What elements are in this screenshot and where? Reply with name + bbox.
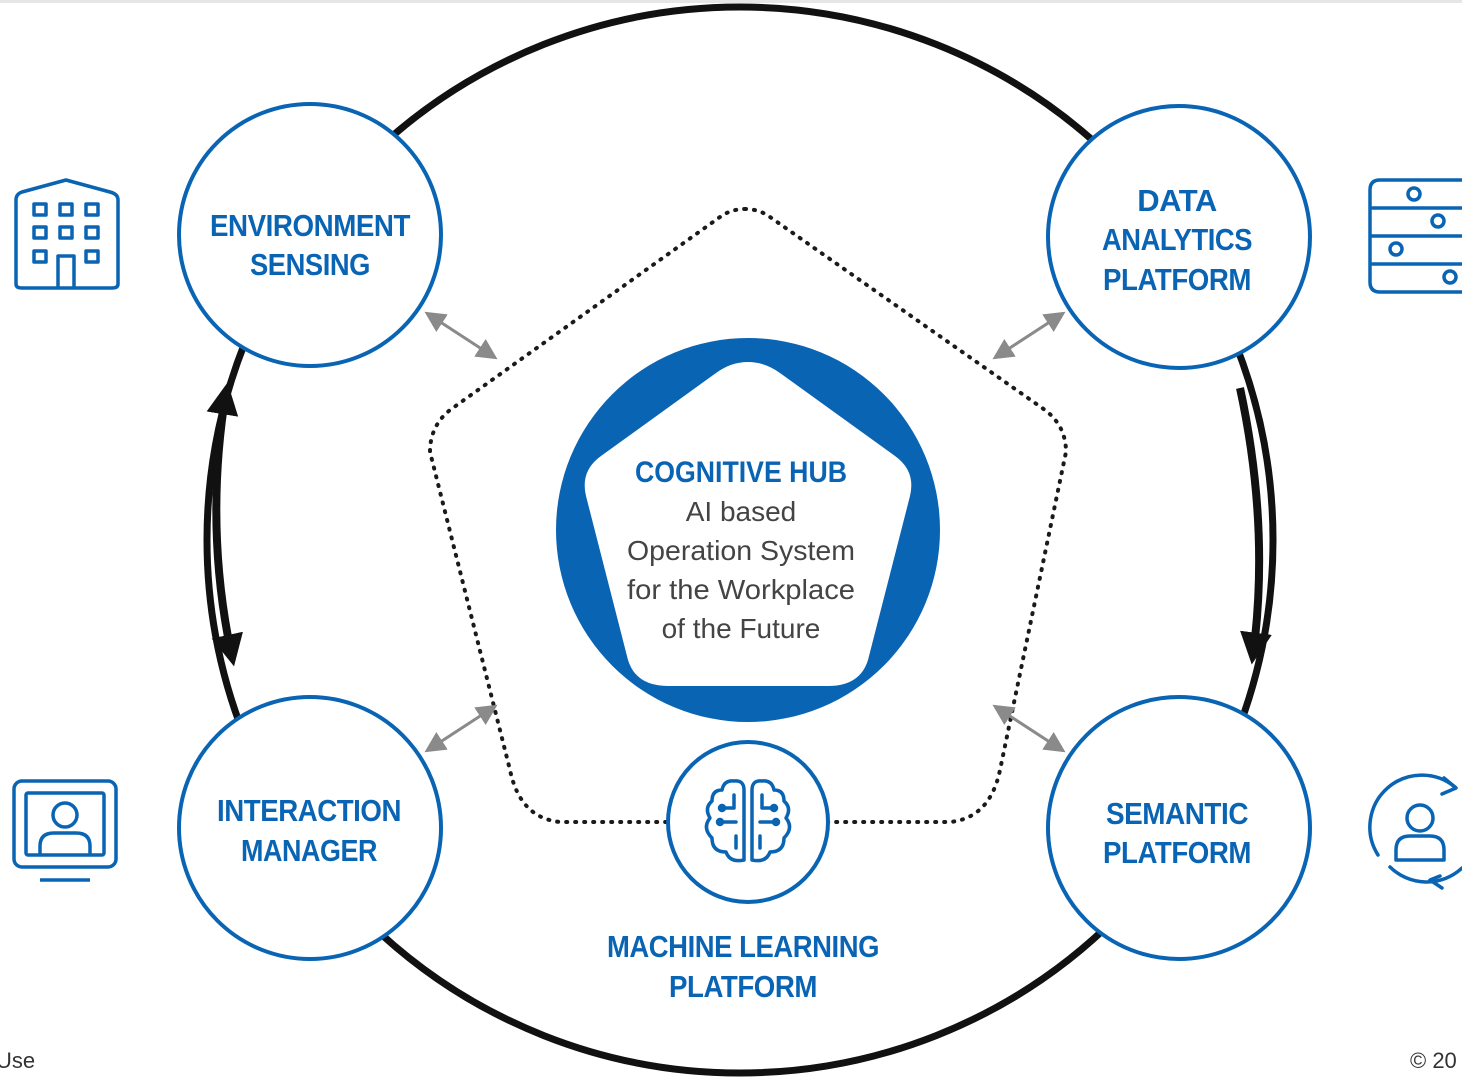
connector-analytics-hub	[992, 311, 1066, 360]
ml-label-line: MACHINE LEARNING	[607, 929, 879, 964]
cycle-arrow-right	[1236, 387, 1272, 665]
node-label-line: ENVIRONMENT	[210, 208, 410, 243]
footer-right-text: © 20	[1410, 1048, 1457, 1073]
cognitive-hub: COGNITIVE HUB AI based Operation System …	[556, 338, 940, 722]
hub-title: COGNITIVE HUB	[635, 456, 847, 489]
node-circle	[1046, 695, 1312, 961]
hub-line-3: for the Workplace	[627, 574, 855, 605]
user-sync-icon	[1368, 773, 1462, 890]
cycle-arrow-left	[206, 382, 243, 667]
node-label-line: PLATFORM	[1103, 262, 1251, 297]
ml-label-line: PLATFORM	[669, 969, 817, 1004]
node-machine-learning: MACHINE LEARNING PLATFORM	[607, 740, 880, 1004]
node-semantic-platform: SEMANTIC PLATFORM	[1046, 695, 1312, 961]
node-label-line: SEMANTIC	[1106, 796, 1248, 831]
node-label-line: PLATFORM	[1103, 835, 1251, 870]
brain-circuit-icon	[704, 779, 792, 863]
building-icon	[14, 178, 120, 290]
node-label-line: ANALYTICS	[1102, 222, 1252, 257]
connector-environment-hub	[424, 311, 498, 360]
footer-left-text: Use	[0, 1048, 35, 1073]
node-environment-sensing: ENVIRONMENT SENSING	[177, 102, 443, 368]
ml-circle	[666, 740, 830, 904]
hub-pentagon	[584, 362, 912, 686]
node-label-line: INTERACTION	[217, 793, 401, 828]
connector-interaction-hub	[424, 704, 498, 753]
server-rack-icon	[1368, 178, 1462, 294]
hub-line-2: Operation System	[627, 535, 855, 566]
monitor-user-icon	[12, 779, 118, 882]
node-data-analytics: DATA ANALYTICS PLATFORM	[1046, 104, 1312, 370]
node-label-line: DATA	[1137, 183, 1217, 218]
node-label-line: SENSING	[250, 247, 370, 282]
node-circle	[1046, 104, 1312, 370]
hub-line-1: AI based	[686, 496, 797, 527]
top-border	[0, 0, 1462, 3]
connector-semantic-hub	[992, 704, 1066, 753]
hub-line-4: of the Future	[662, 613, 821, 644]
node-interaction-manager: INTERACTION MANAGER	[177, 695, 443, 961]
node-circle	[177, 695, 443, 961]
node-label-line: MANAGER	[241, 833, 377, 868]
node-circle	[177, 102, 443, 368]
